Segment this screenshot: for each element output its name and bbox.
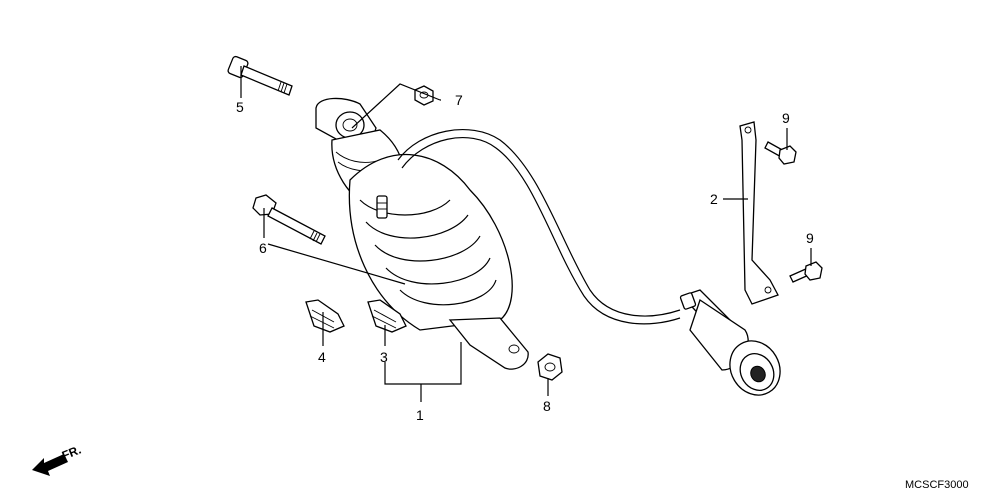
leader-lines: [240, 66, 812, 402]
callout-1: 1: [416, 407, 424, 423]
callout-9-lower: 9: [806, 230, 814, 246]
lower-mount-nut[interactable]: [537, 353, 563, 381]
lower-mount-bolt[interactable]: [252, 194, 326, 245]
callout-8: 8: [543, 398, 551, 414]
bracket-bolt-upper[interactable]: [764, 141, 797, 165]
bracket-bolt-lower[interactable]: [789, 261, 823, 283]
callout-4: 4: [318, 349, 326, 365]
callout-6: 6: [259, 240, 267, 256]
front-direction-marker: FR.: [32, 443, 83, 476]
callout-3: 3: [380, 349, 388, 365]
preload-adjuster-knob[interactable]: [679, 289, 790, 404]
callout-2: 2: [710, 191, 718, 207]
callout-5: 5: [236, 99, 244, 115]
collar-3[interactable]: [367, 299, 407, 333]
front-label: FR.: [60, 443, 83, 463]
adjuster-hose: [397, 129, 681, 325]
callout-9-upper: 9: [782, 110, 790, 126]
adjuster-bracket[interactable]: [739, 121, 779, 305]
callout-7: 7: [455, 92, 463, 108]
rear-shock-absorber[interactable]: [315, 97, 529, 370]
front-arrow-icon: [32, 454, 68, 476]
diagram-code: MCSCF3000: [905, 479, 969, 491]
collar-4[interactable]: [305, 299, 345, 333]
upper-mount-bolt[interactable]: [227, 55, 293, 96]
